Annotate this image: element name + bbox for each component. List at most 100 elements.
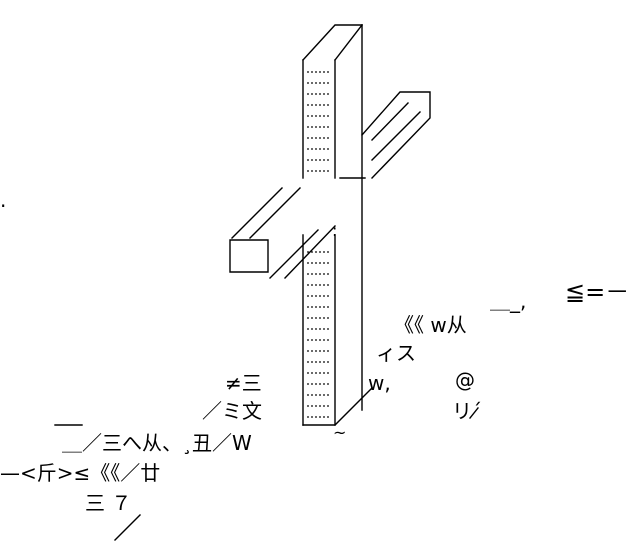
cross-top-edge [302,24,363,61]
shaft-dot [311,416,313,418]
shaft-dot [311,170,313,172]
shaft-dot [307,126,309,128]
shaft-dot [327,159,329,161]
left-box [229,239,269,273]
shaft-dot [311,82,313,84]
at-sign: @ [455,368,475,392]
shaft-dot [319,339,321,341]
shaft-dot [315,170,317,172]
shaft-dot [327,148,329,150]
shaft-dot [307,104,309,106]
shaft-dot [311,361,313,363]
shaft-dot [327,295,329,297]
ground-slash-bottom [114,514,141,541]
cross-top-inner-edge [334,24,363,61]
shaft-dot [311,317,313,319]
shaft-dot [323,339,325,341]
shaft-dot [315,405,317,407]
left-mi-text: ／ミ文 [202,399,262,423]
cross-colon: : [332,221,337,240]
shaft-dot [307,273,309,275]
shaft-dot [307,262,309,264]
shaft-dot [327,328,329,330]
shaft-dot [307,71,309,73]
shaft-dot [307,372,309,374]
shaft-dot [311,394,313,396]
shaft-dot [319,126,321,128]
shaft-dot [319,159,321,161]
shaft-dot [307,251,309,253]
shaft-dots [307,71,329,418]
shaft-dot [319,71,321,73]
shaft-base [302,387,373,426]
shaft-dot [311,137,313,139]
shaft-dot [307,383,309,385]
shaft-dot [311,339,313,341]
shaft-dot [315,383,317,385]
shaft-dot [307,93,309,95]
shaft-dot [323,394,325,396]
shaft-dot [327,115,329,117]
shaft-dot [307,306,309,308]
shaft-dot [307,159,309,161]
shaft-dot [327,93,329,95]
shaft-dot [327,126,329,128]
shaft-dot [327,416,329,418]
shaft-dot [327,262,329,264]
shaft-dot [311,71,313,73]
shaft-dot [319,328,321,330]
shaft-dot [315,295,317,297]
shaft-dot [323,416,325,418]
shaft-dot [307,317,309,319]
shaft-dot [311,148,313,150]
shaft-dot [307,405,309,407]
shaft-dot [311,383,313,385]
shaft-dot [311,159,313,161]
left-arm-top-1 [231,187,283,239]
shaft-dot [323,361,325,363]
shaft-dot [311,328,313,330]
shaft-dot [323,372,325,374]
shaft-dot [323,317,325,319]
shaft-dot [315,361,317,363]
shaft-dot [323,251,325,253]
shaft-dot [315,416,317,418]
shaft-dot [327,350,329,352]
shaft-dot [315,328,317,330]
shaft-dot [307,82,309,84]
shaft-dot [327,284,329,286]
shaft-dot [327,82,329,84]
shaft-dot [319,317,321,319]
shaft-dot [307,284,309,286]
shaft-dot [315,93,317,95]
shaft-dot [315,372,317,374]
shaft-dot [319,394,321,396]
shaft-dot [319,115,321,117]
shaft-dot [323,148,325,150]
shaft-dot [315,251,317,253]
shaft-dot [319,137,321,139]
shaft-dot [327,405,329,407]
shaft-dot [319,383,321,385]
shaft-dot [323,306,325,308]
shaft-dot [327,361,329,363]
shaft-dot [315,82,317,84]
shaft-dot [319,350,321,352]
shaft-dot [311,372,313,374]
shaft-dot [323,104,325,106]
right-w-text: w, [368,371,391,395]
shaft-dot [311,405,313,407]
shaft-dot [327,251,329,253]
shaft-dot [315,306,317,308]
shaft-dot [307,148,309,150]
shaft-dot [311,306,313,308]
shaft-dot [327,317,329,319]
shaft-dot [327,104,329,106]
shaft-dot [315,350,317,352]
shaft-dot [323,82,325,84]
shaft-dot [315,71,317,73]
shaft-dot [315,394,317,396]
shaft-dot [315,137,317,139]
